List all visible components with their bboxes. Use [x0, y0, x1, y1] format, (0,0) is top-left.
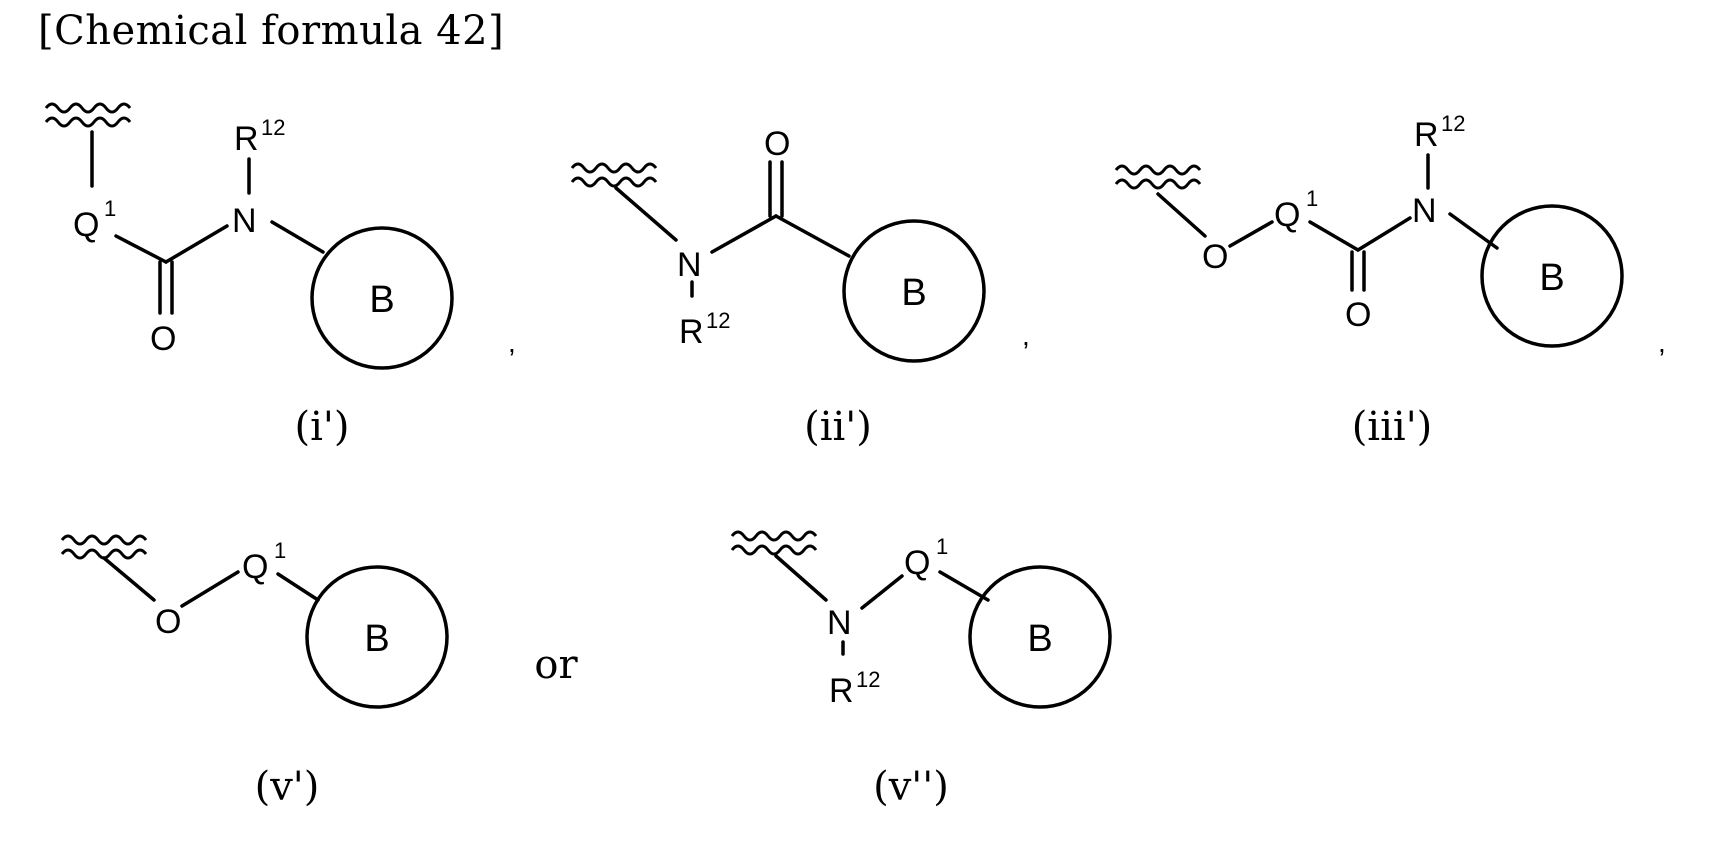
- atom-r: R: [1414, 116, 1439, 154]
- ring-b-label: B: [369, 279, 394, 321]
- separator-comma: ,: [508, 327, 516, 358]
- separator-comma: ,: [1658, 327, 1666, 358]
- atom-r: R: [829, 672, 854, 710]
- structure-v-double-prime: N R 12 Q 1 B (v''): [732, 532, 1110, 810]
- attachment-wavy-bond: [46, 104, 130, 126]
- atom-r-superscript: 12: [261, 115, 285, 140]
- atom-q: Q: [1274, 196, 1300, 234]
- svg-text:Q: Q: [73, 206, 99, 244]
- atom-q: Q: [242, 548, 268, 586]
- attachment-wavy-bond: [62, 536, 146, 558]
- structure-ii-prime: N R 12 O B , (ii'): [572, 125, 1030, 450]
- structure-iii-prime: O Q 1 O N R 12 B , (iii'): [1116, 111, 1666, 450]
- attachment-wavy-bond: [1116, 166, 1200, 188]
- atom-r-superscript: 12: [1441, 111, 1465, 136]
- atom-r: R: [234, 120, 259, 158]
- atom-n: N: [677, 246, 702, 284]
- atom-q: Q: [73, 206, 99, 244]
- ring-b-label: B: [901, 272, 926, 314]
- atom-o: O: [1345, 296, 1371, 334]
- atom-o: O: [1202, 238, 1228, 276]
- atom-r-superscript: 12: [856, 667, 880, 692]
- atom-q-superscript: 1: [104, 196, 116, 221]
- atom-q: Q: [904, 544, 930, 582]
- atom-q-superscript: 1: [1306, 186, 1318, 211]
- structure-v-prime: O Q 1 B or (v'): [62, 536, 578, 810]
- atom-q-superscript: 1: [274, 538, 286, 563]
- separator-comma: ,: [1022, 320, 1030, 351]
- attachment-wavy-bond: [572, 164, 656, 186]
- attachment-wavy-bond: [732, 532, 816, 554]
- atom-q-superscript: 1: [936, 534, 948, 559]
- structure-i-prime: Q 1 O N R 12 B , (i'): [46, 104, 516, 450]
- structure-label: (v'): [255, 764, 320, 810]
- structure-label: (v''): [873, 764, 949, 810]
- structure-label: (iii'): [1352, 404, 1433, 450]
- atom-n: N: [1412, 192, 1437, 230]
- ring-b-label: B: [1027, 618, 1052, 660]
- atom-r-superscript: 12: [706, 308, 730, 333]
- separator-or: or: [534, 642, 578, 688]
- structure-label: (ii'): [804, 404, 872, 450]
- atom-n: N: [232, 202, 257, 240]
- atom-r: R: [679, 313, 704, 351]
- structure-label: (i'): [295, 404, 350, 450]
- ring-b-label: B: [364, 618, 389, 660]
- atom-o: O: [150, 320, 176, 358]
- ring-b-label: B: [1539, 257, 1564, 299]
- atom-o: O: [764, 125, 790, 163]
- atom-o: O: [155, 603, 181, 641]
- atom-n: N: [827, 604, 852, 642]
